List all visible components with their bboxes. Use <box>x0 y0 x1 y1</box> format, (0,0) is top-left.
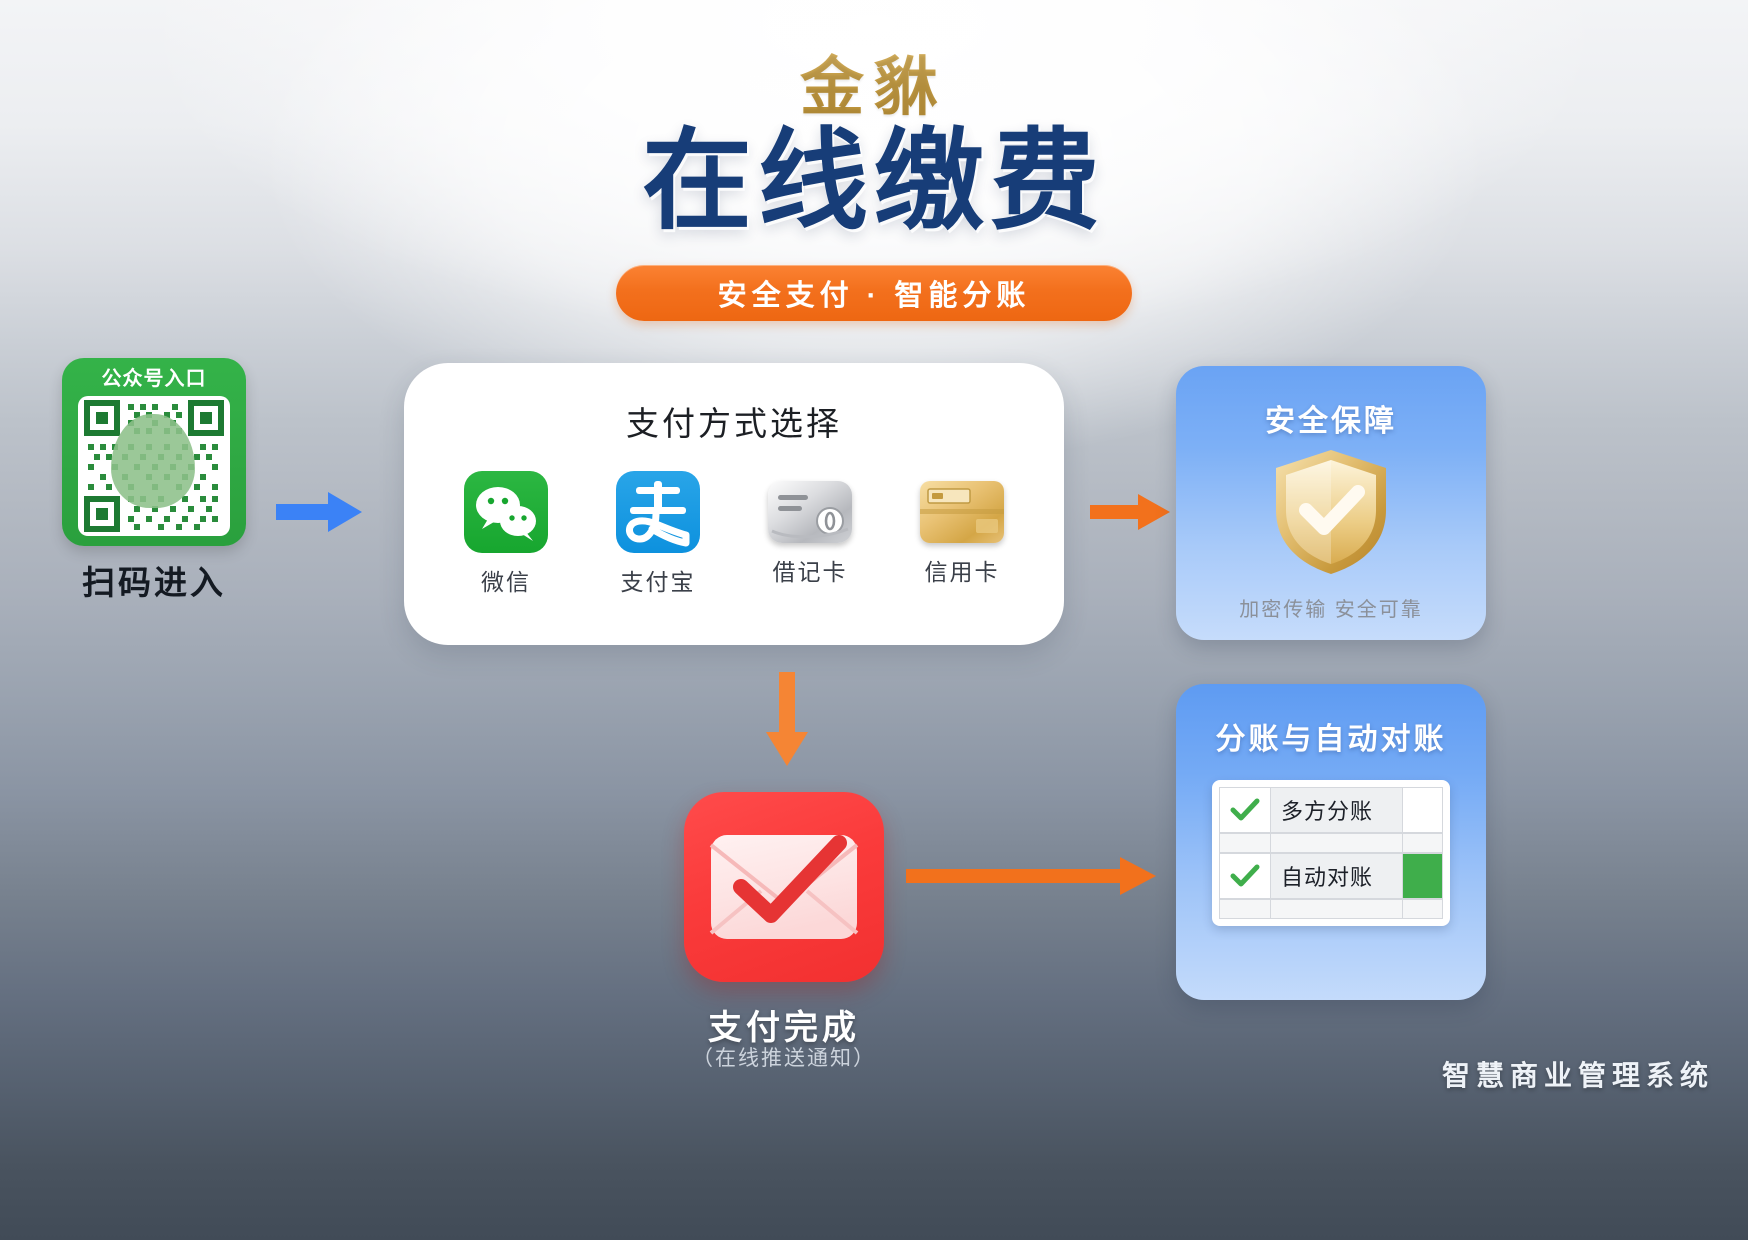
brand-name: 金貅 <box>0 36 1748 128</box>
arrow-right-blue-icon <box>276 492 362 532</box>
wechat-icon <box>464 471 548 553</box>
check-icon <box>1219 853 1271 899</box>
table-cell <box>1271 833 1403 853</box>
pay-done-subtitle: （在线推送通知） <box>692 1047 876 1070</box>
split-reconcile-card: 分账与自动对账 多方分账 <box>1176 684 1486 1000</box>
split-card-title: 分账与自动对账 <box>1215 723 1447 756</box>
arrow-right-orange-icon <box>1090 494 1170 530</box>
payment-method-list: 微信 支付宝 <box>404 471 1064 597</box>
table-row: 自动对账 <box>1219 853 1443 899</box>
subtitle-badge: 安全支付 · 智能分账 <box>616 265 1132 321</box>
shield-check-icon <box>1176 446 1486 583</box>
table-row-spacer <box>1219 899 1443 919</box>
payment-method-label: 信用卡 <box>924 559 1000 585</box>
payment-method-alipay[interactable]: 支付宝 <box>613 471 703 597</box>
table-row: 多方分账 <box>1219 787 1443 833</box>
table-cell <box>1403 899 1443 919</box>
security-card-caption: 加密传输 安全可靠 <box>1239 599 1423 621</box>
credit-card-icon <box>920 481 1004 543</box>
qr-code-icon <box>78 396 230 536</box>
alipay-icon <box>616 471 700 553</box>
security-card: 安全保障 <box>1176 366 1486 640</box>
payment-method-label: 借记卡 <box>772 559 848 585</box>
payment-method-label: 支付宝 <box>620 569 696 595</box>
table-row-spacer <box>1219 833 1443 853</box>
footer-text: 智慧商业管理系统 <box>1441 1060 1714 1091</box>
table-cell <box>1271 899 1403 919</box>
arrow-right-orange-icon <box>906 857 1156 895</box>
qr-card-title: 公众号入口 <box>101 368 207 390</box>
table-cell <box>1219 899 1271 919</box>
table-cell <box>1403 787 1443 833</box>
payment-panel-title: 支付方式选择 <box>626 405 842 442</box>
table-cell-status <box>1403 853 1443 899</box>
envelope-check-icon <box>684 792 884 982</box>
qr-entry-caption: 扫码进入 <box>82 564 226 601</box>
payment-method-panel: 支付方式选择 微信 <box>404 363 1064 645</box>
payment-method-credit[interactable]: 信用卡 <box>917 471 1007 597</box>
qr-blob-overlay <box>111 414 195 508</box>
pay-done-title: 支付完成 <box>708 1009 860 1047</box>
table-cell <box>1219 833 1271 853</box>
check-icon <box>1219 787 1271 833</box>
table-row-label: 多方分账 <box>1271 787 1403 833</box>
page-title: 在线缴费 <box>642 120 1106 243</box>
arrow-down-orange-icon <box>766 672 808 766</box>
split-table: 多方分账 自动对账 <box>1212 780 1450 926</box>
table-row-label: 自动对账 <box>1271 853 1403 899</box>
debit-card-icon <box>768 481 852 543</box>
payment-method-wechat[interactable]: 微信 <box>461 471 551 597</box>
subtitle-badge-label: 安全支付 · 智能分账 <box>717 280 1031 312</box>
table-cell <box>1403 833 1443 853</box>
payment-method-debit[interactable]: 借记卡 <box>765 471 855 597</box>
payment-method-label: 微信 <box>481 569 531 595</box>
qr-entry-card[interactable]: 公众号入口 <box>62 358 246 546</box>
security-card-title: 安全保障 <box>1265 405 1397 438</box>
